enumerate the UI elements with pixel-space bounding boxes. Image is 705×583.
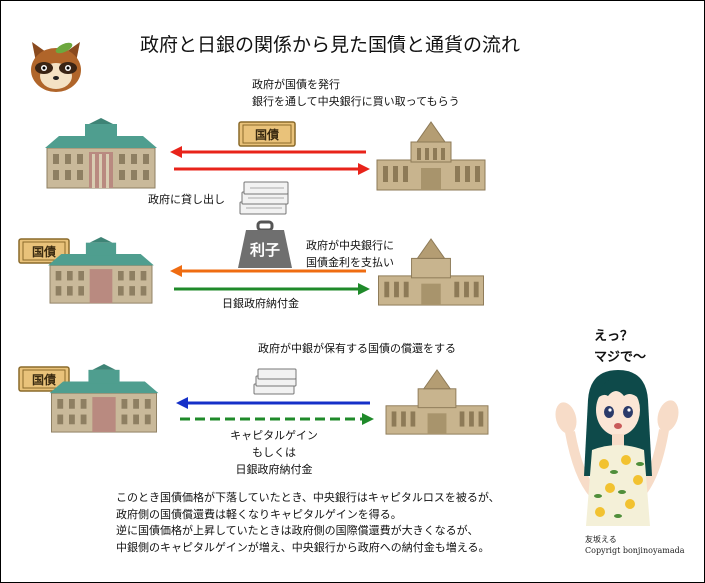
banknote-stack-icon — [253, 368, 297, 395]
arrow-head-right-icon — [358, 163, 370, 175]
arrow-head-right-icon — [362, 413, 374, 425]
row3-arrows — [176, 397, 374, 425]
bond-badge-text: 国債 — [32, 244, 56, 259]
bond-certificate-3: 国債 — [18, 366, 70, 392]
redeem-note: 政府が中銀が保有する国債の償還をする — [258, 342, 456, 355]
boj-building-1 — [45, 118, 157, 189]
diet-building-3 — [385, 369, 489, 435]
bond-certificate-icon: 国債 — [238, 121, 296, 147]
boj-building-3 — [49, 364, 159, 433]
bond-certificate-2: 国債 — [18, 238, 70, 264]
interest-note: 政府が中央銀行に 国債金利を支払い — [306, 239, 394, 269]
tanuki-logo-icon — [31, 42, 81, 92]
gain-note: キャピタルゲイン もしくは 日銀政府納付金 — [230, 429, 318, 476]
left-eye-icon — [604, 406, 614, 418]
right-eye-icon — [623, 406, 633, 418]
explanation-text: このとき国債価格が下落していたとき、中央銀行はキャピタルロスを被るが、 政府側の… — [116, 491, 500, 554]
payment-label: 日銀政府納付金 — [222, 297, 299, 310]
boj-building-2 — [48, 237, 154, 304]
bond-certificate-1: 国債 — [238, 121, 296, 151]
character-credit: 友坂える Copyrigt bonjinoyamada — [585, 535, 685, 555]
arrow-head-left-icon — [170, 146, 182, 158]
arrow-head-left-icon — [170, 265, 182, 277]
banknote-stack-icon — [239, 181, 289, 215]
lending-label: 政府に貸し出し — [148, 193, 225, 206]
speech-bubble-text: えっ？ マジで～ — [594, 329, 647, 365]
right-hand-icon — [657, 400, 679, 432]
arrow-head-left-icon — [176, 397, 188, 409]
bond-badge-text: 国債 — [255, 127, 279, 142]
interest-weight-icon: 利子 — [238, 220, 292, 268]
arrow-head-right-icon — [358, 283, 370, 295]
bond-issue-note: 政府が国債を発行 銀行を通して中央銀行に買い取ってもらう — [252, 78, 460, 108]
bond-badge-text: 国債 — [32, 372, 56, 387]
left-hand-icon — [555, 402, 577, 434]
row1-arrows — [170, 146, 370, 175]
diet-building-2 — [378, 238, 484, 306]
diet-building-1 — [376, 121, 486, 191]
page-title: 政府と日銀の関係から見た国債と通貨の流れ — [140, 34, 521, 56]
mouth-icon — [614, 423, 622, 429]
interest-weight-text: 利子 — [250, 241, 280, 259]
row2-arrows — [170, 265, 370, 295]
character-illustration — [555, 370, 679, 526]
